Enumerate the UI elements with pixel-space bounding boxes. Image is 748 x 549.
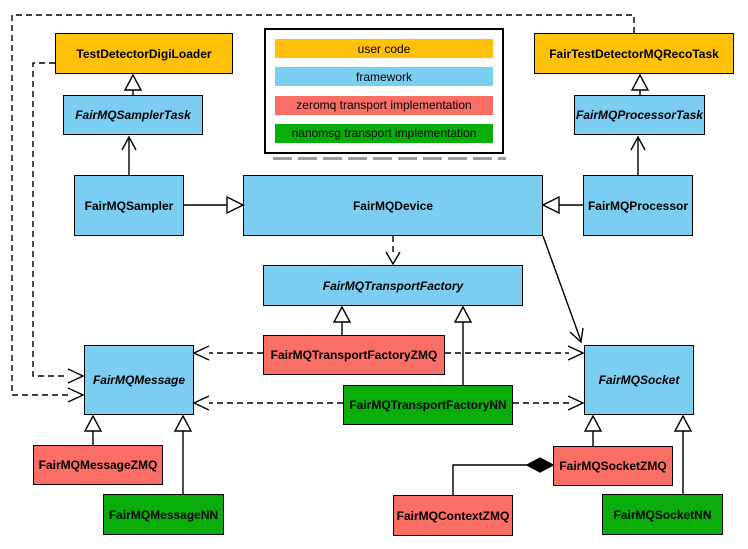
legend-item-framework: framework bbox=[275, 67, 493, 87]
legend: user code framework zeromq transport imp… bbox=[264, 28, 504, 154]
node-fair-mq-message: FairMQMessage bbox=[84, 345, 194, 415]
node-fair-test-detector-mq-reco-task: FairTestDetectorMQRecoTask bbox=[534, 33, 734, 74]
node-fair-mq-sampler: FairMQSampler bbox=[74, 175, 184, 236]
node-fair-mq-device: FairMQDevice bbox=[243, 175, 543, 236]
edge-factorynn-to-factory bbox=[453, 305, 473, 385]
edge-samplertask-to-digiloader bbox=[123, 73, 143, 95]
node-fair-mq-processor: FairMQProcessor bbox=[583, 175, 693, 236]
legend-item-zeromq: zeromq transport implementation bbox=[275, 95, 493, 115]
edge-messagezmq-to-message bbox=[83, 414, 103, 445]
legend-item-user-code: user code bbox=[275, 39, 493, 59]
node-fair-mq-context-zmq: FairMQContextZMQ bbox=[393, 495, 513, 536]
edge-factorynn-to-socket bbox=[513, 395, 585, 411]
node-fair-mq-socket: FairMQSocket bbox=[584, 345, 694, 415]
node-test-detector-digi-loader: TestDetectorDigiLoader bbox=[55, 33, 233, 74]
node-fair-mq-sampler-task: FairMQSamplerTask bbox=[63, 95, 203, 135]
edge-processortask-to-recotask bbox=[630, 73, 650, 95]
edge-contextzmq-to-socketzmq bbox=[452, 457, 555, 495]
edge-sampler-to-samplertask bbox=[121, 135, 137, 175]
legend-item-nanomsg: nanomsg transport implementation bbox=[275, 123, 493, 143]
edge-factoryzmq-to-factory bbox=[332, 305, 352, 335]
edge-processor-to-processortask bbox=[630, 135, 646, 175]
edge-factorynn-to-message bbox=[192, 395, 343, 411]
node-fair-mq-message-zmq: FairMQMessageZMQ bbox=[33, 445, 163, 485]
node-fair-mq-transport-factory: FairMQTransportFactory bbox=[263, 265, 523, 306]
edge-processor-to-device bbox=[541, 195, 583, 215]
edge-sampler-to-device bbox=[184, 195, 245, 215]
edge-device-to-socket bbox=[542, 235, 584, 344]
node-fair-mq-transport-factory-zmq: FairMQTransportFactoryZMQ bbox=[263, 335, 445, 375]
node-fair-mq-socket-zmq: FairMQSocketZMQ bbox=[553, 446, 673, 486]
node-fair-mq-message-nn: FairMQMessageNN bbox=[103, 494, 224, 535]
node-fair-mq-transport-factory-nn: FairMQTransportFactoryNN bbox=[343, 385, 513, 425]
edge-factoryzmq-to-message bbox=[192, 345, 263, 361]
edge-messagenn-to-message bbox=[173, 414, 193, 494]
edge-factoryzmq-to-socket bbox=[445, 345, 585, 361]
node-fair-mq-socket-nn: FairMQSocketNN bbox=[602, 494, 723, 535]
edge-socketzmq-to-socket bbox=[583, 414, 603, 446]
node-fair-mq-processor-task: FairMQProcessorTask bbox=[574, 95, 705, 135]
edge-device-to-factory bbox=[385, 236, 401, 266]
edge-socketnn-to-socket bbox=[673, 414, 693, 494]
